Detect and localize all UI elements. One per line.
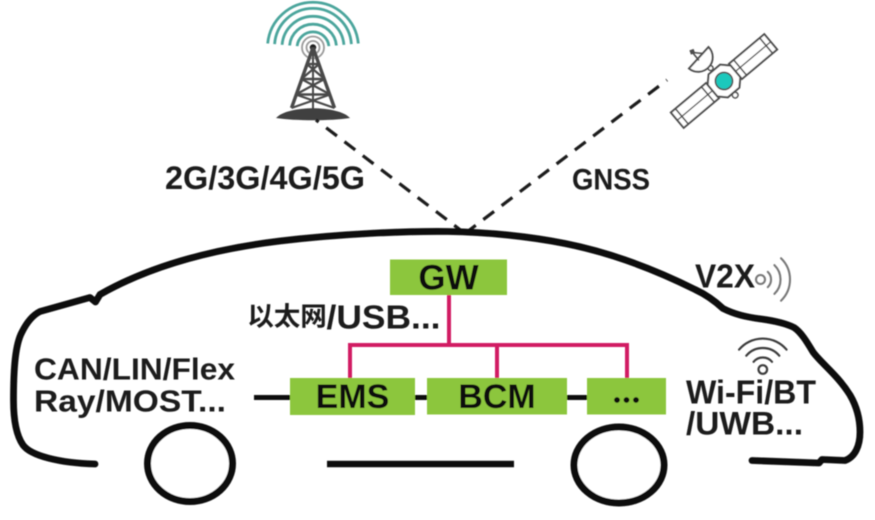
svg-text:CAN/LIN/Flex: CAN/LIN/Flex xyxy=(34,352,236,387)
svg-text:V2X: V2X xyxy=(695,258,755,295)
svg-text:Wi-Fi/BT: Wi-Fi/BT xyxy=(686,374,816,411)
svg-text:/UWB...: /UWB... xyxy=(686,406,803,442)
svg-text:BCM: BCM xyxy=(458,378,535,416)
svg-text:2G/3G/4G/5G: 2G/3G/4G/5G xyxy=(165,160,365,196)
svg-text:EMS: EMS xyxy=(316,378,390,416)
svg-text:GW: GW xyxy=(418,259,478,298)
svg-text:Ray/MOST...: Ray/MOST... xyxy=(34,384,226,419)
svg-text:GNSS: GNSS xyxy=(572,164,650,197)
svg-text:/USB...: /USB... xyxy=(327,299,441,336)
